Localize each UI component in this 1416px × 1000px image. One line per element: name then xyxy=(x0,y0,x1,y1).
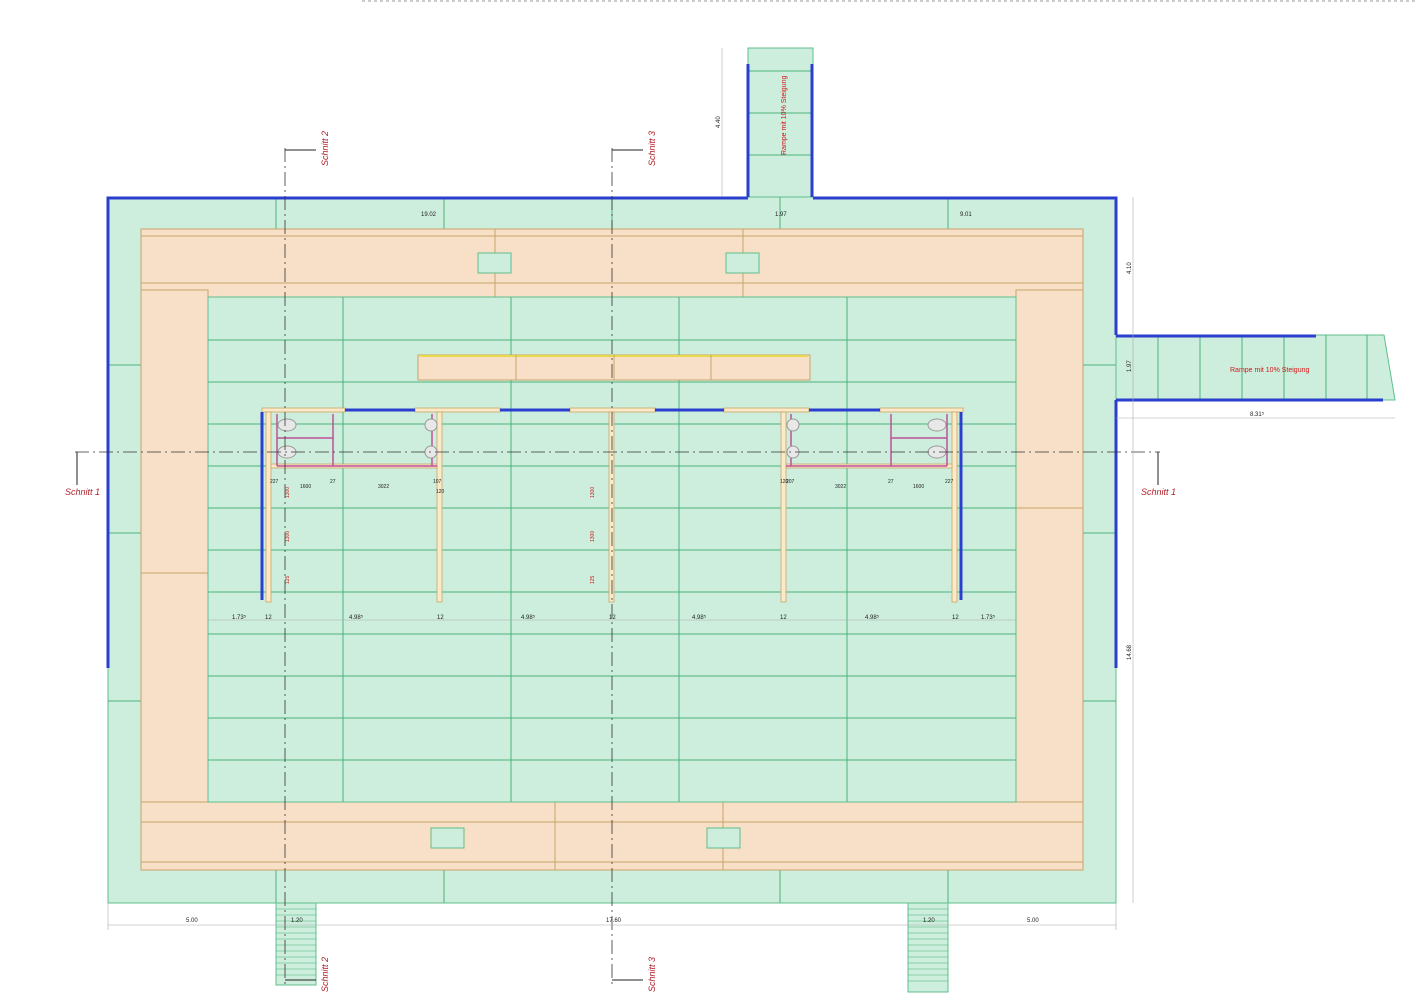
row-dim: 12 xyxy=(780,615,787,621)
red-dim: 1300 xyxy=(285,487,291,498)
dim-right-upper: 4.10 xyxy=(1127,262,1133,274)
toilet-dim: 120 xyxy=(780,479,789,485)
dim-bottom-total: 17.60 xyxy=(606,918,622,924)
toilet-dim: 1600 xyxy=(300,484,311,490)
bench-element xyxy=(417,354,811,381)
top-ramp-label: Rampe mit 10% Steigung xyxy=(781,76,788,155)
row-dim: 12 xyxy=(437,615,444,621)
dim-bottom-right: 5.00 xyxy=(1027,918,1039,924)
section-label-3-top: Schnitt 3 xyxy=(647,131,657,166)
dim-bottom-stair-left: 1.20 xyxy=(291,918,303,924)
toilet-icon xyxy=(927,418,947,432)
toilet-dimensions: 227 1600 27 3022 107 120 120 207 3022 27… xyxy=(270,479,954,584)
toilet-dim: 1600 xyxy=(913,484,924,490)
red-dim: 1300 xyxy=(285,531,291,542)
left-seating-band xyxy=(140,289,209,803)
toilet-dim: 227 xyxy=(270,479,279,485)
dim-top-ramp-width: 1.97 xyxy=(775,212,787,218)
urinal-icon xyxy=(786,418,800,432)
row-dim: 4.98⁵ xyxy=(865,614,880,621)
section-label-1-left: Schnitt 1 xyxy=(65,487,100,497)
toilet-dim: 27 xyxy=(330,479,336,485)
dim-right-ramp-length: 8.31⁵ xyxy=(1250,411,1265,418)
row-dim: 4.98⁵ xyxy=(692,614,707,621)
red-dim: 125 xyxy=(590,575,596,584)
dim-top-right: 9.01 xyxy=(960,212,972,218)
dim-top-left: 19.02 xyxy=(421,212,437,218)
row-dim: 1.73⁵ xyxy=(232,614,247,621)
row-dim: 12 xyxy=(265,615,272,621)
dim-right-lower: 14.68 xyxy=(1127,644,1133,660)
section-label-2-bottom: Schnitt 2 xyxy=(320,957,330,992)
section-lines xyxy=(75,148,1160,985)
opening-box xyxy=(706,827,741,849)
toilet-dim: 227 xyxy=(945,479,954,485)
top-ramp xyxy=(746,47,814,198)
section-label-2-top: Schnitt 2 xyxy=(320,131,330,166)
section-label-1-right: Schnitt 1 xyxy=(1141,487,1176,497)
dim-top-ramp-length: 4.40 xyxy=(716,116,722,128)
red-dim: 1300 xyxy=(590,531,596,542)
outer-slab-joints xyxy=(108,197,1116,903)
row-dim: 4.98⁵ xyxy=(521,614,536,621)
toilet-dim: 27 xyxy=(888,479,894,485)
dim-bottom-stair-right: 1.20 xyxy=(923,918,935,924)
bottom-stair-right xyxy=(907,902,949,993)
opening-box xyxy=(725,252,760,274)
dimension-lines xyxy=(107,48,1395,930)
red-dim: 125 xyxy=(285,575,291,584)
opening-box xyxy=(477,252,512,274)
exterior-walls xyxy=(106,196,1118,668)
right-ramp-label: Rampe mit 10% Steigung xyxy=(1230,367,1309,374)
section-label-3-bottom: Schnitt 3 xyxy=(647,957,657,992)
row-dim: 12 xyxy=(609,615,616,621)
bottom-seating-band xyxy=(140,801,1084,871)
toilet-dim: 3022 xyxy=(378,484,389,490)
red-dim: 1300 xyxy=(590,487,596,498)
toilet-dim: 3022 xyxy=(835,484,846,490)
toilet-dim: 207 xyxy=(786,479,795,485)
row-dim: 1.73⁵ xyxy=(981,614,996,621)
toilet-dim: 107 xyxy=(433,479,442,485)
opening-box xyxy=(430,827,465,849)
row-dim: 4.98⁵ xyxy=(349,614,364,621)
row-dimensions: 1.73⁵ 12 4.98⁵ 12 4.98⁵ 12 4.98⁵ 12 4.98… xyxy=(232,614,996,621)
toilet-icon xyxy=(277,418,297,432)
urinal-icon xyxy=(424,418,438,432)
row-dim: 12 xyxy=(952,615,959,621)
dim-right-ramp-width: 1.97 xyxy=(1127,360,1133,372)
toilet-dim: 120 xyxy=(436,489,445,495)
right-seating-band xyxy=(1015,289,1084,803)
toilet-block-left xyxy=(276,414,438,467)
right-ramp xyxy=(1115,334,1396,402)
dim-bottom-left: 5.00 xyxy=(186,918,198,924)
bottom-stair-left xyxy=(275,902,317,986)
